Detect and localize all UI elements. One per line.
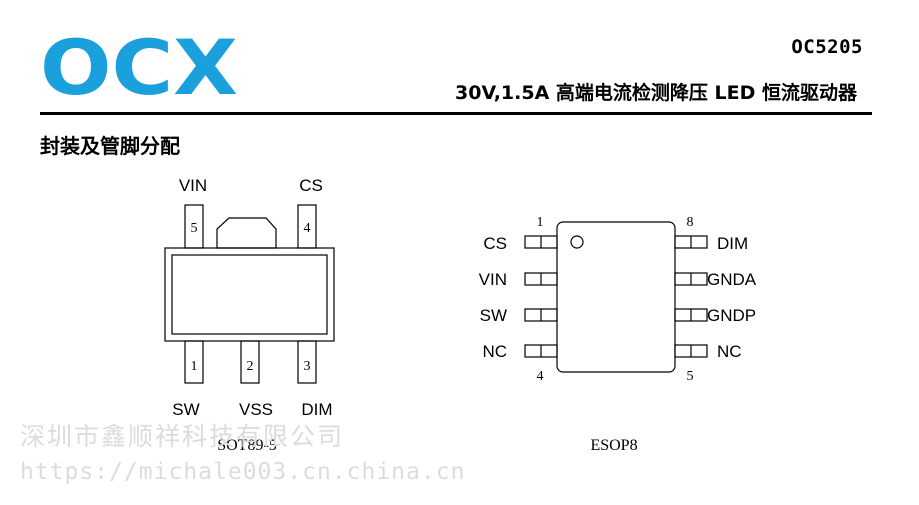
esop8-body: [556, 221, 676, 373]
esop8-package: [524, 221, 708, 373]
sot89-pin-3-label: DIM: [301, 400, 332, 419]
sot89-pin-2-label: VSS: [239, 400, 273, 419]
esop8-pin-8-number: 8: [687, 215, 694, 230]
watermark-url: https://michale003.cn.china.cn: [20, 459, 466, 485]
sot89-body-inner: [171, 254, 328, 335]
esop8-pin1-dot: [570, 235, 584, 249]
sot89-pin-1: [184, 340, 204, 384]
section-title: 封装及管脚分配: [40, 134, 180, 158]
watermark-company: 深圳市鑫顺祥科技有限公司: [20, 422, 345, 451]
esop8-pin-2-label: VIN: [479, 270, 507, 289]
document-subtitle: 30V,1.5A 高端电流检测降压 LED 恒流驱动器: [455, 82, 857, 104]
sot89-pin-2: [240, 340, 260, 384]
esop8-pin-7-label: GNDA: [707, 270, 757, 289]
esop8-pin-8-label: DIM: [717, 234, 748, 253]
sot89-pin-4: [297, 204, 317, 249]
esop8-package-name: ESOP8: [590, 437, 637, 454]
sot89-pin-1-label: SW: [172, 400, 199, 419]
sot89-body: [164, 247, 335, 342]
sot89-5-package: [164, 204, 335, 384]
sot89-pin-4-number: 4: [304, 221, 311, 236]
sot89-tab: [216, 217, 277, 249]
esop8-pin-4-label: NC: [482, 342, 507, 361]
esop8-pin-1-label: CS: [483, 234, 507, 253]
part-number: OC5205: [791, 36, 863, 58]
sot89-pin-2-number: 2: [247, 359, 254, 374]
esop8-pin-3-label: SW: [480, 306, 507, 325]
sot89-pin-5-number: 5: [191, 221, 198, 236]
esop8-pin-6-label: GNDP: [707, 306, 756, 325]
esop8-pin-4-number: 4: [537, 369, 544, 384]
sot89-pin-5: [184, 204, 204, 249]
esop8-pin-1-number: 1: [537, 215, 544, 230]
sot89-pin-1-number: 1: [191, 359, 198, 374]
sot89-pin-3-number: 3: [304, 359, 311, 374]
header-divider: [40, 112, 872, 115]
logo-text: OCX: [40, 30, 238, 102]
sot89-pin-3: [297, 340, 317, 384]
esop8-pin-5-label: NC: [717, 342, 742, 361]
esop8-pin-5-number: 5: [687, 369, 694, 384]
sot89-pin-5-label: VIN: [179, 176, 207, 195]
sot89-pin-4-label: CS: [299, 176, 323, 195]
ocx-logo: OCX: [40, 30, 238, 102]
sot89-package-name: SOT89-5: [217, 437, 277, 454]
